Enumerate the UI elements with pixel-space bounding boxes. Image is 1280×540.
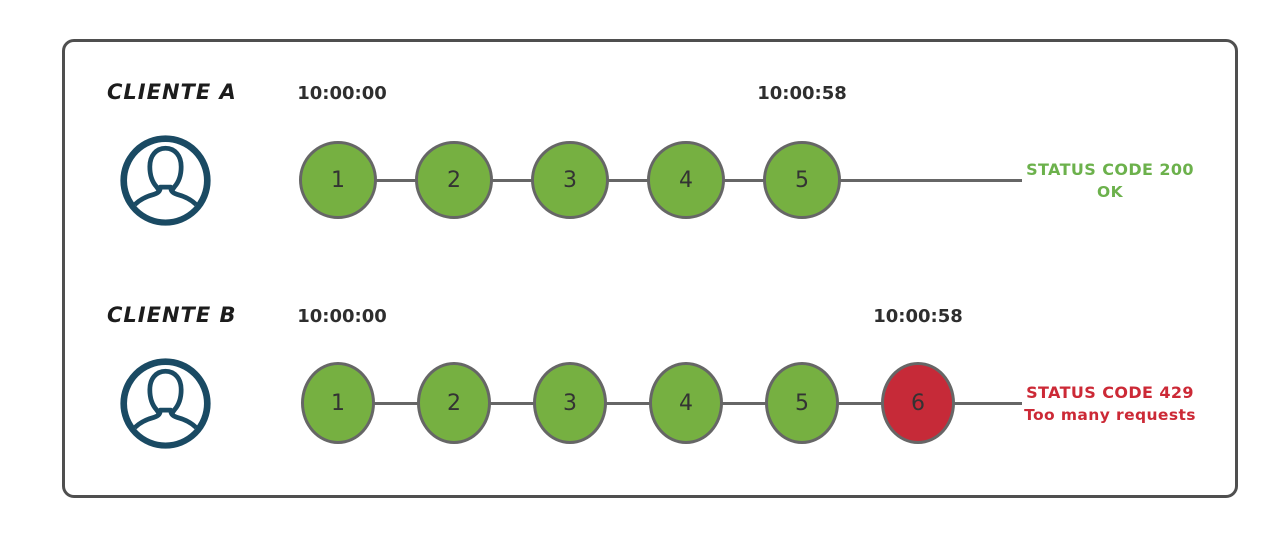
user-avatar-icon bbox=[120, 357, 211, 449]
request-node: 1 bbox=[301, 362, 375, 444]
status-message-line: Too many requests bbox=[1024, 406, 1196, 424]
status-code-line: STATUS CODE 200 bbox=[1026, 160, 1194, 179]
start-timestamp: 10:00:00 bbox=[297, 83, 387, 104]
request-number: 5 bbox=[795, 167, 809, 193]
request-node: 4 bbox=[649, 362, 723, 444]
end-timestamp: 10:00:58 bbox=[757, 83, 847, 104]
start-timestamp: 10:00:00 bbox=[297, 306, 387, 327]
client-label: CLIENTE A bbox=[107, 80, 237, 104]
request-number: 6 bbox=[911, 390, 925, 416]
request-node: 6 bbox=[881, 362, 955, 444]
request-number: 2 bbox=[447, 167, 461, 193]
request-node: 5 bbox=[763, 141, 841, 219]
request-number: 2 bbox=[447, 390, 461, 416]
request-number: 5 bbox=[795, 390, 809, 416]
request-number: 3 bbox=[563, 167, 577, 193]
request-node: 4 bbox=[647, 141, 725, 219]
request-number: 4 bbox=[679, 167, 693, 193]
diagram-frame bbox=[62, 39, 1238, 498]
status-message-line: OK bbox=[1097, 183, 1123, 201]
request-number: 1 bbox=[331, 167, 345, 193]
request-node: 3 bbox=[531, 141, 609, 219]
user-avatar-icon bbox=[120, 134, 211, 226]
request-number: 1 bbox=[331, 390, 345, 416]
status-code-line: STATUS CODE 429 bbox=[1026, 383, 1194, 402]
request-node: 1 bbox=[299, 141, 377, 219]
request-node: 5 bbox=[765, 362, 839, 444]
client-label: CLIENTE B bbox=[107, 303, 237, 327]
request-node: 2 bbox=[415, 141, 493, 219]
end-timestamp: 10:00:58 bbox=[873, 306, 963, 327]
request-number: 3 bbox=[563, 390, 577, 416]
request-node: 2 bbox=[417, 362, 491, 444]
request-node: 3 bbox=[533, 362, 607, 444]
request-number: 4 bbox=[679, 390, 693, 416]
